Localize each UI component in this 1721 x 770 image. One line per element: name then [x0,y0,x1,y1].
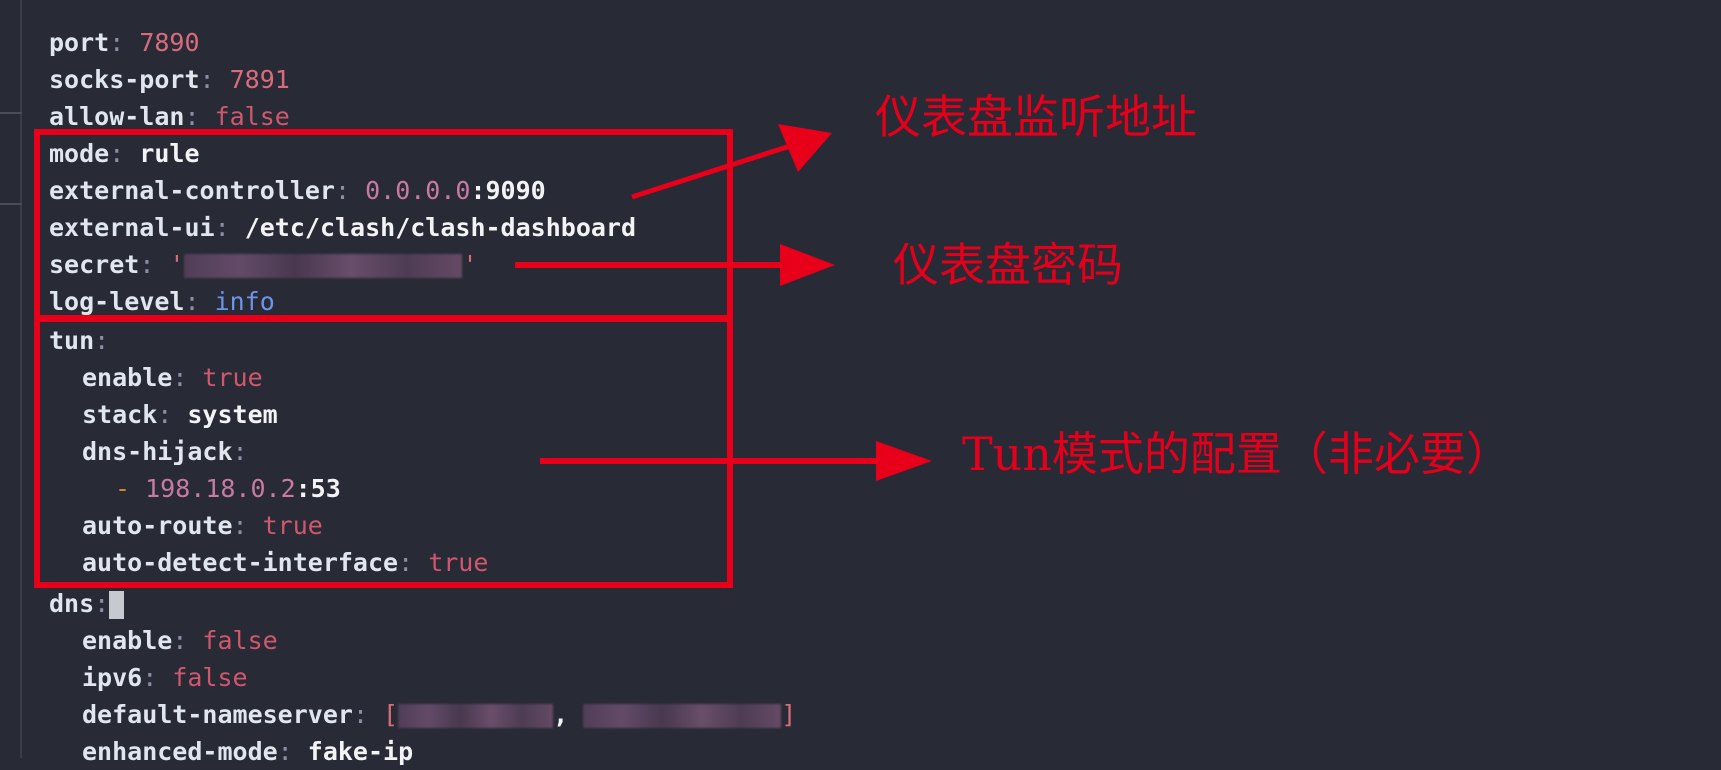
yaml-ip-value: 0.0.0.0 [365,176,471,205]
code-line-tun[interactable]: tun: [49,322,109,359]
yaml-key: stack [82,400,158,429]
yaml-key: auto-route [82,511,233,540]
text-cursor [109,591,125,619]
arrow-listen-address [631,124,832,200]
yaml-bracket: ] [781,700,797,729]
yaml-value: system [187,400,278,429]
gutter-marker [0,203,22,205]
yaml-key: enable [82,363,173,392]
yaml-value: info [214,287,275,316]
yaml-port-value: :9090 [470,176,546,205]
yaml-value: false [172,663,248,692]
yaml-value: /etc/clash/clash-dashboard [244,213,637,242]
yaml-key: dns-hijack [82,437,233,466]
yaml-colon: : [184,287,215,316]
yaml-key: ipv6 [82,663,143,692]
yaml-key: dns [49,589,95,618]
code-line-mode[interactable]: mode: rule [49,135,200,172]
yaml-colon: : [139,250,170,279]
yaml-colon: : [352,700,384,729]
arrow-password [515,244,835,286]
yaml-colon: : [172,626,203,655]
yaml-colon: : [184,102,215,131]
yaml-colon: : [232,437,248,466]
yaml-quote: ' [169,250,185,279]
yaml-key: mode [49,139,110,168]
code-line-tun-auto-route[interactable]: auto-route: true [82,507,323,544]
yaml-key: secret [49,250,140,279]
code-line-tun-dns-hijack-item[interactable]: - 198.18.0.2:53 [115,470,341,507]
yaml-value: true [262,511,323,540]
annotation-dashboard-password: 仪表盘密码 [893,238,1123,292]
yaml-colon: : [214,213,245,242]
highlight-box-tun [34,316,733,588]
yaml-key: allow-lan [49,102,185,131]
code-line-socks-port[interactable]: socks-port: 7891 [49,61,290,98]
yaml-key: auto-detect-interface [82,548,399,577]
code-line-secret[interactable]: secret: ' ' [49,246,478,283]
yaml-colon: : [109,28,140,57]
yaml-value: true [202,363,263,392]
yaml-colon: : [398,548,429,577]
arrow-tun-config [540,441,932,481]
yaml-colon: : [172,363,203,392]
code-line-external-controller[interactable]: external-controller: 0.0.0.0:9090 [49,172,546,209]
annotation-dashboard-listen-address: 仪表盘监听地址 [875,90,1197,144]
yaml-key: tun [49,326,95,355]
code-line-allow-lan[interactable]: allow-lan: false [49,98,290,135]
yaml-key: port [49,28,110,57]
yaml-key: external-controller [49,176,335,205]
yaml-colon: : [94,326,110,355]
code-line-tun-stack[interactable]: stack: system [82,396,278,433]
yaml-key: enable [82,626,173,655]
annotation-tun-config: Tun模式的配置（非必要） [962,427,1512,481]
yaml-key: default-nameserver [82,700,353,729]
yaml-value: false [214,102,290,131]
editor-gutter-line [20,0,22,758]
yaml-colon: : [199,65,230,94]
yaml-key: socks-port [49,65,200,94]
redacted-nameserver [583,704,782,728]
yaml-port-value: :53 [295,474,341,503]
redacted-nameserver [398,704,554,728]
redacted-secret [184,254,463,278]
code-line-tun-enable[interactable]: enable: true [82,359,263,396]
yaml-value: true [428,548,489,577]
yaml-colon: : [232,511,263,540]
yaml-ip-value: 198.18.0.2 [145,474,296,503]
yaml-colon: : [109,139,140,168]
code-line-tun-dns-hijack[interactable]: dns-hijack: [82,433,248,470]
code-line-dns-ipv6[interactable]: ipv6: false [82,659,248,696]
yaml-colon: : [157,400,188,429]
yaml-value: 7890 [139,28,200,57]
code-line-port[interactable]: port: 7890 [49,24,200,61]
code-line-external-ui[interactable]: external-ui: /etc/clash/clash-dashboard [49,209,636,246]
yaml-separator: , [553,700,584,729]
yaml-value: 7891 [229,65,290,94]
yaml-colon: : [334,176,366,205]
yaml-colon: : [142,663,173,692]
code-line-log-level[interactable]: log-level: info [49,283,275,320]
yaml-colon: : [94,589,110,618]
yaml-key: external-ui [49,213,215,242]
yaml-quote: ' [462,250,478,279]
gutter-marker [0,112,22,114]
yaml-value: rule [139,139,200,168]
code-line-dns-enable[interactable]: enable: false [82,622,278,659]
yaml-bracket: [ [383,700,399,729]
code-line-dns-default-nameserver[interactable]: default-nameserver: [, ] [82,696,796,733]
yaml-list-dash: - [115,474,146,503]
code-line-dns[interactable]: dns: [49,585,125,622]
code-line-tun-auto-detect-interface[interactable]: auto-detect-interface: true [82,544,488,581]
yaml-key: log-level [49,287,185,316]
yaml-value: false [202,626,278,655]
